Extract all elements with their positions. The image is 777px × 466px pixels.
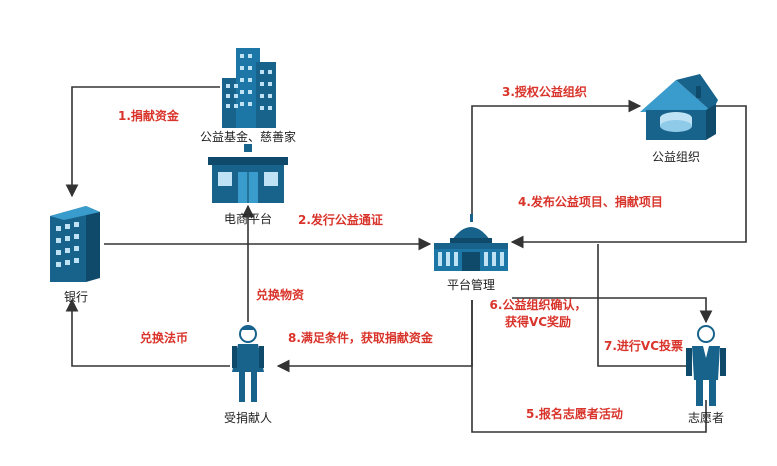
ecommerce-label: 电商平台 — [224, 211, 272, 226]
recipient-label: 受捐献人 — [224, 410, 272, 425]
step-6-label-line2: 获得VC奖励 — [504, 314, 571, 329]
bank-building-icon — [50, 206, 100, 282]
step-6-label-line1: 6.公益组织确认， — [490, 297, 587, 312]
flow-line-vc-vote — [597, 244, 690, 367]
step-4-label: 4.发布公益项目、捐献项目 — [518, 194, 663, 209]
platform-label: 平台管理 — [447, 277, 495, 292]
office-towers-icon — [222, 48, 276, 128]
foundation-label: 公益基金、慈善家 — [200, 129, 296, 144]
flow-line-get-funds — [276, 300, 473, 373]
flow-line-donate-funds — [65, 86, 220, 198]
flow-line-publish-projects — [510, 105, 747, 249]
house-router-icon — [640, 74, 718, 140]
step-1-label: 1.捐献资金 — [118, 108, 180, 123]
flow-line-authorize-org — [471, 99, 642, 222]
flow-line-exchange-fiat — [65, 298, 230, 367]
exchange-goods-label: 兑换物资 — [256, 287, 304, 302]
step-8-label: 8.满足条件，获取捐献资金 — [288, 330, 434, 345]
charity-org-label: 公益组织 — [652, 150, 700, 164]
woman-person-icon — [232, 325, 264, 402]
step-2-label: 2.发行公益通证 — [298, 212, 383, 227]
flow-line-platform-to-volunteer — [512, 297, 713, 324]
step-7-label: 7.进行VC投票 — [604, 338, 683, 353]
storefront-icon — [208, 144, 288, 203]
step-3-label: 3.授权公益组织 — [502, 84, 587, 99]
step-5-label: 5.报名志愿者活动 — [526, 406, 623, 421]
government-building-icon — [434, 214, 508, 271]
man-person-icon — [686, 325, 726, 406]
volunteer-label: 志愿者 — [688, 411, 724, 425]
exchange-fiat-label: 兑换法币 — [140, 330, 188, 345]
bank-label: 银行 — [64, 290, 88, 304]
